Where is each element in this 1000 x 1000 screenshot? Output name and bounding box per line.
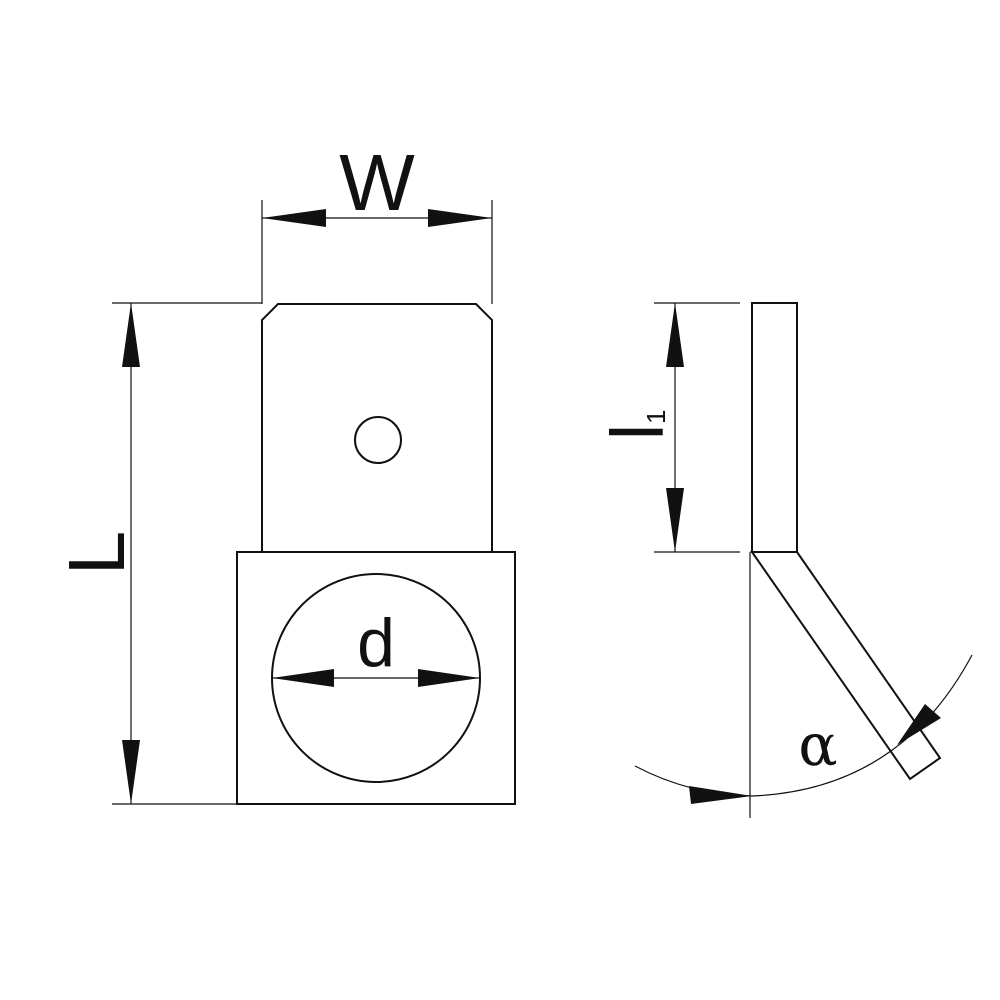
front-view — [236, 303, 516, 805]
diameter-label: d — [357, 605, 395, 681]
side-tab — [751, 302, 798, 553]
tab-length-label: l 1 — [596, 410, 679, 441]
width-arrow-left — [262, 209, 326, 227]
length-label: L — [52, 531, 141, 576]
angle-label: α — [798, 711, 837, 779]
width-label: W — [339, 138, 415, 227]
detent-hole — [354, 416, 402, 464]
width-arrow-right — [428, 209, 492, 227]
angle-dimension — [634, 654, 973, 804]
angle-arrow-right — [897, 704, 941, 745]
angle-arrow-left — [689, 786, 752, 804]
width-dimension — [261, 200, 493, 304]
length-dimension — [112, 302, 262, 805]
tab-length-arrow-bottom — [666, 488, 684, 552]
diameter-arrow-left — [272, 669, 334, 687]
tab-length-arrow-top — [666, 303, 684, 367]
side-angled-leg — [750, 551, 942, 781]
tab-outline — [261, 303, 493, 552]
barrel-body — [236, 551, 516, 805]
diameter-arrow-right — [418, 669, 480, 687]
length-arrow-bottom — [122, 740, 140, 804]
tab-length-label-main: l — [596, 424, 679, 440]
tab-length-dimension — [654, 302, 740, 553]
length-arrow-top — [122, 303, 140, 367]
tab-length-label-subscript: 1 — [641, 410, 671, 424]
side-view — [750, 302, 942, 781]
diameter-dimension — [272, 669, 480, 687]
